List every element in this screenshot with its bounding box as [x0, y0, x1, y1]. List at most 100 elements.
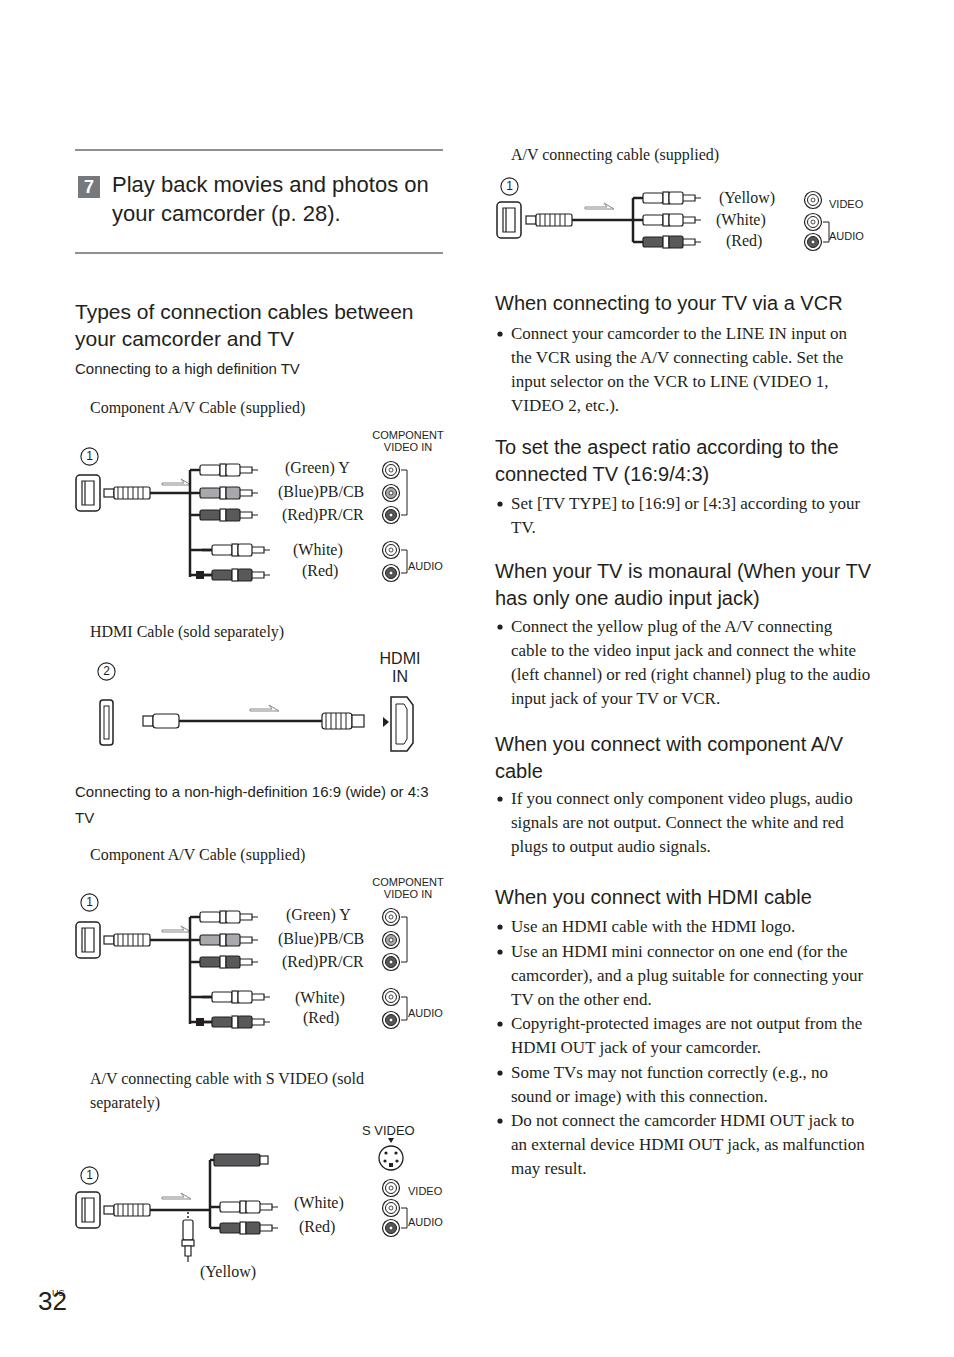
- subsection-heading: Connecting to a non-high-definition 16:9…: [75, 779, 445, 831]
- rca-plug: [260, 1225, 278, 1231]
- hdmi-mini-jack: [104, 706, 109, 739]
- rca-plug: [226, 956, 240, 968]
- rca-plug: [683, 239, 701, 245]
- rca-plug: [663, 192, 669, 204]
- body-text: Use an HDMI mini connector on one end (f…: [511, 940, 871, 1012]
- bracket: [401, 917, 407, 962]
- av-jack: [808, 237, 819, 248]
- step-heading: Play back movies and photos on your camc…: [112, 170, 442, 228]
- camcorder-jack: [503, 208, 515, 232]
- camcorder-jack: [82, 1198, 94, 1222]
- camcorder-jack: [76, 475, 100, 511]
- rca-plug: [252, 1019, 270, 1025]
- av-jack: [386, 510, 397, 521]
- av-jack: [386, 1203, 397, 1214]
- s-video-pin: [394, 1151, 397, 1154]
- rca-plug: [232, 991, 238, 1003]
- callout-ring: [501, 178, 518, 195]
- cable: [190, 939, 200, 942]
- hdmi-plug: [322, 713, 352, 729]
- av-jack: [805, 234, 822, 251]
- av-jack: [386, 1015, 397, 1026]
- rca-plug: [220, 1223, 240, 1233]
- direction-arrow: [162, 479, 191, 485]
- callout-number: 2: [97, 664, 116, 679]
- rca-plug: [643, 237, 663, 247]
- direction-arrow: [162, 1193, 191, 1199]
- hdmi-mini-jack: [100, 700, 113, 745]
- rca-plug: [643, 193, 663, 203]
- cable: [190, 916, 200, 919]
- label: (Yellow): [719, 188, 789, 208]
- plug-grip: [326, 713, 327, 729]
- callout-ring: [81, 1167, 98, 1184]
- camcorder-jack: [76, 922, 100, 958]
- bullet: [497, 924, 502, 929]
- cable: [209, 1160, 212, 1228]
- label: HDMI IN: [372, 650, 428, 686]
- cable: [150, 939, 190, 942]
- rca-plug: [240, 467, 258, 473]
- plug-grip: [123, 487, 124, 499]
- callout-circle: 1: [80, 447, 99, 466]
- label: (Red)PR/CR: [282, 505, 372, 525]
- rca-plug: [220, 911, 226, 923]
- plug-grip: [123, 934, 124, 946]
- plug-grip: [138, 487, 139, 499]
- plug: [536, 214, 572, 226]
- plug-grip: [123, 1204, 124, 1216]
- callout-number: 1: [80, 449, 99, 464]
- av-jack: [389, 571, 393, 575]
- step-number-box: 7Play back movies and photos on your cam…: [78, 176, 100, 198]
- av-jack: [386, 1223, 397, 1234]
- label: AUDIO: [408, 556, 458, 576]
- bracket: [823, 222, 829, 242]
- plug-grip: [545, 214, 546, 226]
- subheading: When you connect with component A/V cabl…: [495, 731, 885, 785]
- plug: [104, 489, 114, 497]
- plug-grip: [143, 1204, 144, 1216]
- hdmi-in-jack: [391, 697, 413, 751]
- bullet: [497, 1070, 502, 1075]
- bullet: [497, 624, 502, 629]
- plug-grip: [128, 1204, 129, 1216]
- label: VIDEO: [408, 1181, 458, 1201]
- rca-plug: [200, 510, 220, 520]
- cable: [210, 1227, 220, 1230]
- body-text: Some TVs may not function correctly (e.g…: [511, 1061, 871, 1109]
- cable: [190, 997, 212, 1022]
- plug-grip: [133, 487, 134, 499]
- rca-plug: [663, 214, 669, 226]
- cable: [633, 241, 643, 244]
- subheading: When you connect with HDMI cable: [495, 884, 885, 911]
- av-jack: [383, 909, 400, 926]
- rca-plug: [246, 1222, 260, 1234]
- rca-plug: [183, 1220, 193, 1240]
- rca-plug: [226, 911, 240, 923]
- bullet: [497, 1021, 502, 1026]
- rca-plug: [226, 464, 240, 476]
- rule: [75, 150, 443, 151]
- rca-plug: [240, 490, 258, 496]
- plug-grip: [118, 934, 119, 946]
- cable: [572, 219, 632, 222]
- av-jack: [383, 1200, 400, 1217]
- rca-plug: [232, 569, 238, 581]
- rule: [75, 253, 443, 254]
- hdmi-plug: [143, 716, 153, 726]
- rca-plug: [200, 488, 220, 498]
- label: (Red): [303, 1008, 363, 1028]
- rca-plug: [226, 934, 240, 946]
- rca-plug: [669, 192, 683, 204]
- av-jack: [383, 485, 400, 502]
- label: (White): [294, 1193, 364, 1213]
- rca-plug: [663, 236, 669, 248]
- plug-grip: [560, 214, 561, 226]
- plug-grip: [331, 713, 332, 729]
- bracket: [401, 997, 407, 1020]
- hdmi-plug: [352, 715, 364, 727]
- body-text: Set [TV TYPE] to [16:9] or [4:3] accordi…: [511, 492, 871, 540]
- av-jack: [386, 488, 397, 499]
- rca-plug: [683, 195, 701, 201]
